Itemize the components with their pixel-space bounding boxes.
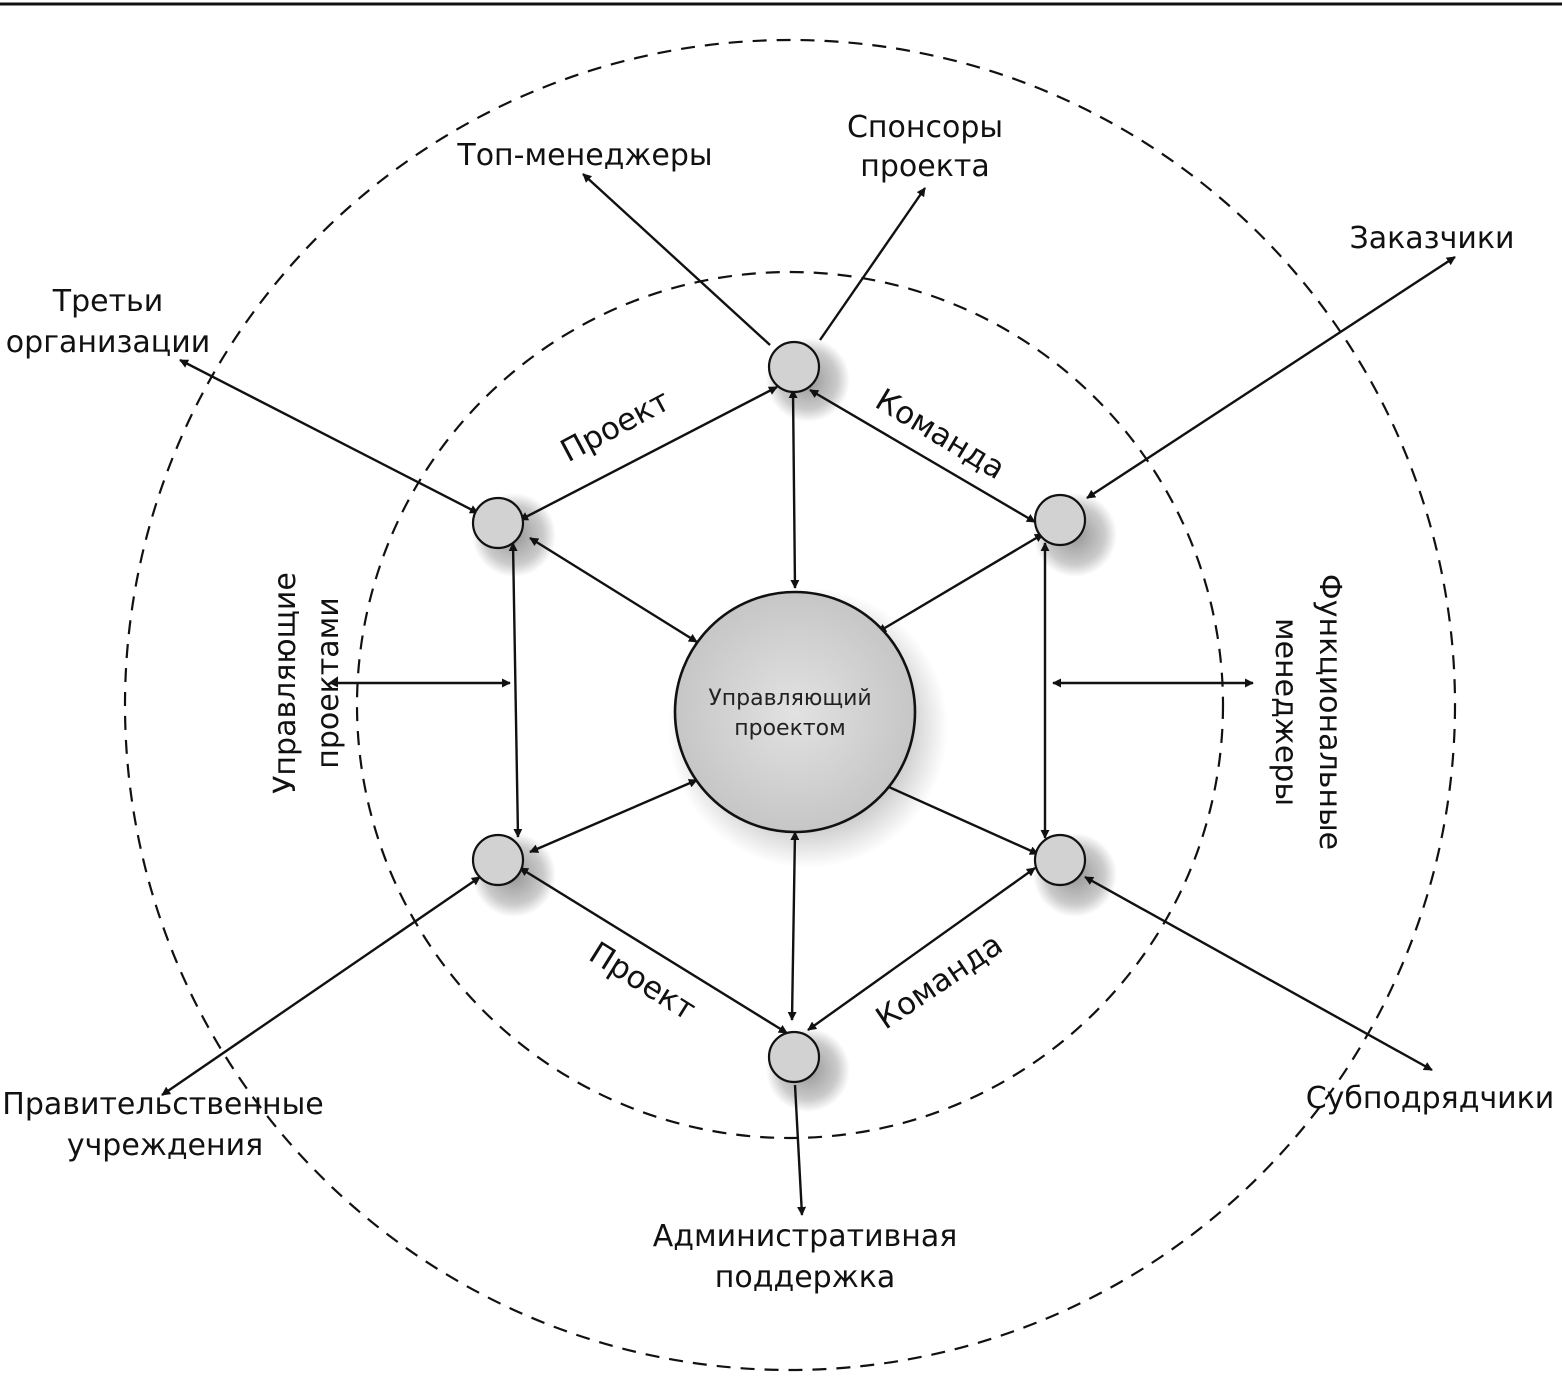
arrow-to-third-orgs: [179, 358, 479, 515]
node-lower-left: [471, 833, 525, 887]
label-project-top: Проект: [555, 383, 676, 470]
label-admin-support-line1: Административная: [653, 1219, 958, 1254]
label-team-top: Команда: [869, 382, 1011, 487]
label-admin-support-line2: поддержка: [715, 1260, 895, 1295]
label-subcontractors: Субподрядчики: [1306, 1081, 1555, 1116]
spoke-lower-left: [529, 778, 698, 854]
label-top-managers: Топ-менеджеры: [456, 138, 712, 173]
label-third-orgs-line2: организации: [6, 325, 210, 360]
outward-connections: [161, 173, 1456, 1216]
node-upper-right: [1033, 493, 1087, 547]
node-upper-left: [471, 496, 525, 550]
hexagon-connections: [508, 385, 1050, 1035]
node-lower-right: [1033, 833, 1087, 887]
spoke-upper-left: [529, 536, 698, 644]
arrow-to-admin-support: [793, 1084, 807, 1216]
label-customers: Заказчики: [1350, 221, 1515, 256]
hexagon-nodes: [471, 340, 1087, 1084]
arrow-to-customers: [1086, 255, 1456, 500]
spoke-upper-right: [877, 532, 1044, 634]
spoke-lower-right: [879, 781, 1039, 856]
node-top: [767, 340, 821, 394]
arrow-team-bottom: [807, 867, 1036, 1031]
label-government-line1: Правительственные: [2, 1087, 323, 1122]
center-spokes: [529, 389, 1044, 1021]
label-project-managers-line2: проектами: [311, 597, 346, 769]
inner-ring: [355, 270, 1225, 1140]
arrow-to-sponsors: [819, 187, 926, 341]
center-label-line2: проектом: [734, 716, 846, 741]
arrow-team-top: [809, 388, 1036, 524]
arrow-to-government: [161, 876, 481, 1096]
outer-ring: [123, 38, 1457, 1372]
label-project-bottom: Проект: [583, 935, 702, 1028]
arrow-to-top-managers: [582, 173, 771, 346]
spoke-top: [788, 389, 800, 589]
label-team-bottom: Команда: [870, 927, 1010, 1037]
label-third-orgs-line1: Третьи: [52, 284, 163, 319]
arrow-to-subcontractors: [1084, 875, 1433, 1072]
label-project-managers-line1: Управляющие: [268, 572, 303, 794]
spoke-bottom: [787, 831, 800, 1021]
center-label-line1: Управляющий: [708, 686, 871, 711]
arrow-left-vertical: [508, 542, 523, 838]
arrow-project-top: [519, 385, 778, 522]
node-bottom: [767, 1030, 821, 1084]
label-sponsors-line1: Спонсоры: [847, 110, 1003, 145]
label-government-line2: учреждения: [67, 1128, 263, 1163]
label-sponsors-line2: проекта: [860, 149, 989, 184]
arrow-project-bottom: [519, 866, 788, 1035]
label-functional-managers-line1: Функциональные: [1312, 574, 1347, 850]
center-node: [673, 590, 917, 834]
label-functional-managers-line2: менеджеры: [1268, 618, 1303, 806]
